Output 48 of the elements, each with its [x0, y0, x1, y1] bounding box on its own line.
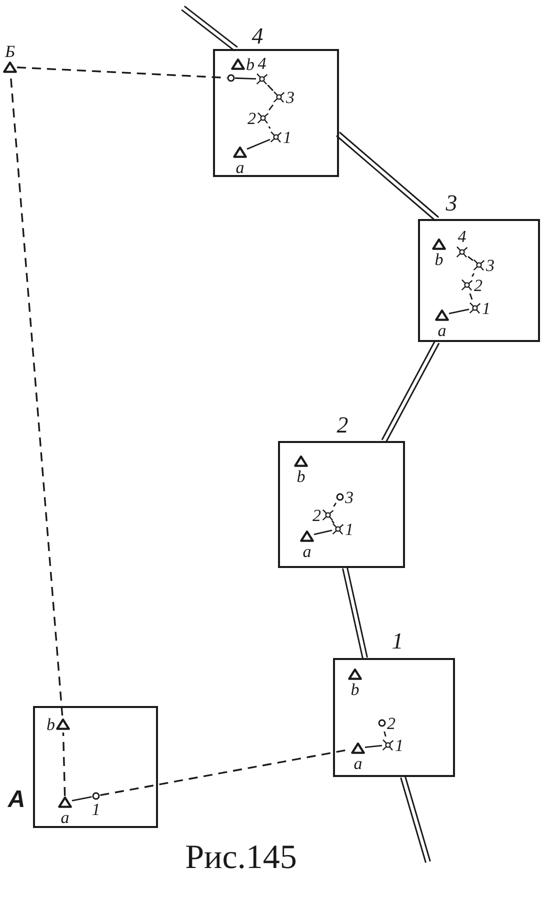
point-label: a [438, 322, 446, 339]
point-label: b [246, 56, 254, 72]
traverse-line [234, 77, 256, 80]
point-label: 1 [482, 300, 490, 316]
point-label: b [350, 681, 360, 698]
point-label: a [236, 159, 244, 176]
point-label: 2 [387, 714, 396, 732]
point-label: b [296, 468, 306, 485]
sheet-label: 2 [336, 413, 348, 436]
sheet-label: 1 [392, 629, 404, 652]
point-label: a [354, 755, 362, 772]
traverse-line [333, 502, 337, 507]
traverse-line [364, 744, 382, 748]
point-label: 1 [92, 801, 100, 818]
figure-caption: Рис.145 [185, 841, 297, 875]
traverse-line [468, 256, 474, 261]
traverse-line [268, 126, 271, 129]
point-label: a [60, 809, 70, 826]
dashed-traverse-line [62, 732, 66, 796]
point-label: 1 [395, 736, 404, 754]
traverse-line [314, 530, 332, 536]
sheet-label: A [8, 788, 26, 812]
point-label: 2 [474, 276, 482, 294]
traverse-line [331, 520, 335, 524]
traverse-line [384, 731, 386, 737]
sheet-label: 3 [446, 191, 458, 214]
traverse-line [267, 84, 274, 92]
point-label: 1 [283, 128, 292, 146]
traverse-line [448, 308, 470, 314]
traverse-line [72, 796, 92, 802]
point-label: 3 [486, 256, 494, 274]
point-label: 4 [258, 55, 266, 72]
traverse-line [246, 138, 270, 150]
traverse-line [472, 273, 474, 277]
point-label: Б [4, 43, 16, 60]
point-label: 3 [286, 88, 294, 106]
point-label: 3 [345, 488, 354, 506]
traverse-line [469, 293, 473, 300]
dashed-traverse-line [16, 66, 228, 79]
point-label: 1 [345, 520, 354, 538]
traverse-line [268, 104, 274, 111]
point-label: a [302, 543, 312, 560]
point-label: 2 [248, 110, 256, 126]
point-label: 4 [458, 228, 466, 245]
point-label: b [46, 716, 55, 732]
point-label: b [434, 251, 444, 268]
sheet-label: 4 [252, 24, 264, 47]
point-label: 2 [312, 506, 321, 524]
